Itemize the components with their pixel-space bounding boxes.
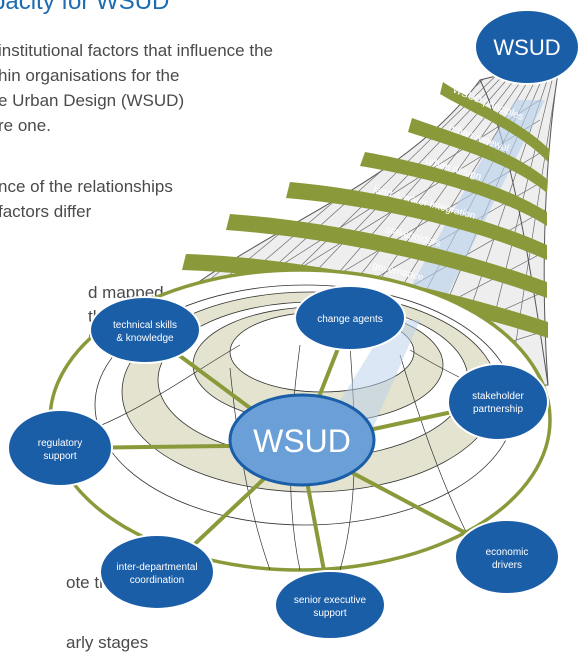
node-senior-executive: senior executive support	[274, 570, 386, 640]
body-text-line: e Urban Design (WSUD)	[0, 91, 185, 110]
band-wsud-principles	[440, 82, 550, 162]
svg-text:drivers: drivers	[492, 560, 522, 571]
band-urban-renewal	[408, 118, 548, 193]
band-land-water	[286, 182, 547, 260]
svg-text:partnership: partnership	[473, 404, 523, 415]
center-wsud-label: WSUD	[253, 423, 351, 459]
body-text-line: hin organisations for the	[0, 66, 180, 85]
band-urban-design	[360, 152, 547, 226]
svg-text:inter-departmental: inter-departmental	[116, 562, 197, 573]
svg-text:support: support	[313, 608, 347, 619]
svg-text:technical skills: technical skills	[113, 320, 177, 331]
top-wsud-label: WSUD	[493, 35, 560, 60]
svg-text:support: support	[43, 451, 77, 462]
top-wsud-node	[474, 9, 580, 85]
node-technical-skills: technical skills & knowledge	[89, 296, 201, 364]
body-text-line: arly stages	[66, 633, 149, 652]
svg-text:coordination: coordination	[130, 575, 184, 586]
node-change-agents: change agents	[294, 285, 406, 351]
node-inter-departmental: inter-departmental coordination	[99, 534, 215, 610]
center-wsud-node	[228, 393, 376, 487]
svg-text:& knowledge: & knowledge	[116, 333, 174, 344]
body-text-line: institutional factors that influence the	[0, 41, 273, 60]
svg-text:senior executive: senior executive	[294, 595, 367, 606]
svg-text:stakeholder: stakeholder	[472, 391, 524, 402]
body-text-line: re one.	[0, 116, 51, 135]
page-title: pacity for WSUD	[0, 0, 170, 15]
band-stakeholders	[226, 214, 547, 298]
svg-text:economic: economic	[486, 547, 529, 558]
node-stakeholder-partnership: stakeholder partnership	[447, 363, 549, 441]
body-text-line: factors differ	[0, 202, 92, 221]
body-text-line: nce of the relationships	[0, 177, 173, 196]
node-economic-drivers: economic drivers	[454, 519, 560, 595]
node-regulatory-support: regulatory support	[7, 409, 113, 487]
svg-text:change agents: change agents	[317, 314, 383, 325]
svg-text:regulatory: regulatory	[38, 438, 82, 449]
